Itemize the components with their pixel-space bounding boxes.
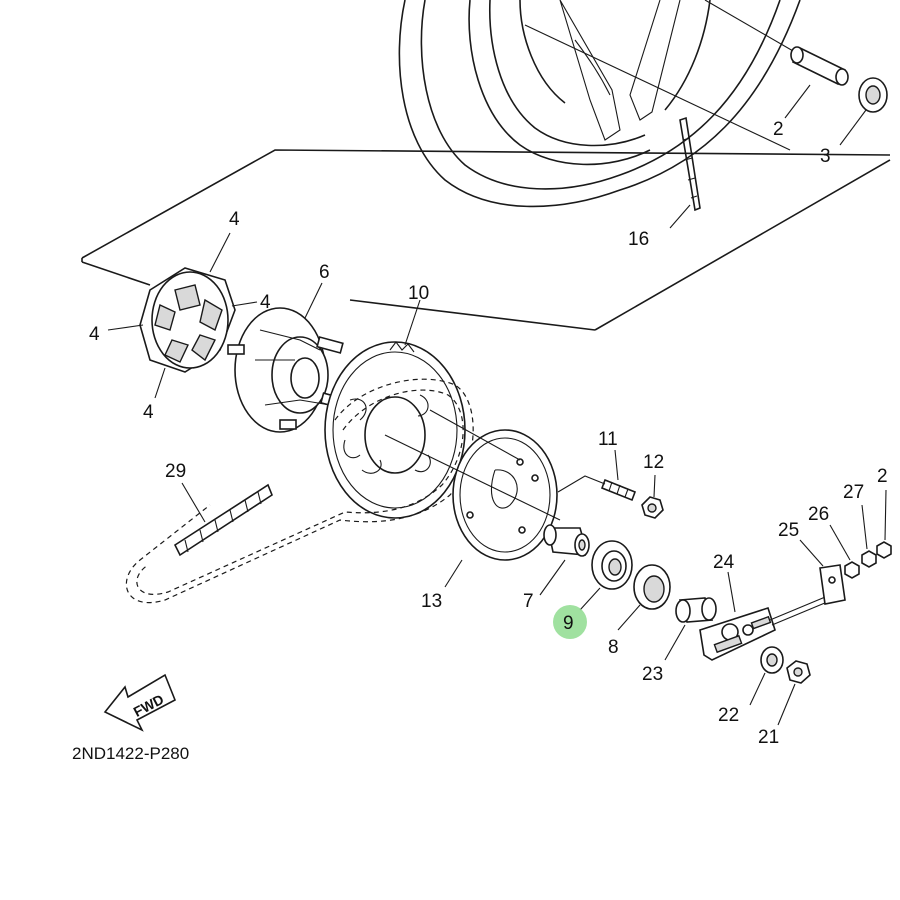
nut-part-2x xyxy=(876,489,892,559)
bearing-part-9 xyxy=(579,540,633,611)
callout-26[interactable]: 26 xyxy=(808,504,829,525)
oil-seal-part-8 xyxy=(617,564,671,631)
callout-29[interactable]: 29 xyxy=(165,461,186,482)
valve-part-16 xyxy=(669,116,701,229)
bolt-part-11 xyxy=(557,449,637,502)
callout-6[interactable]: 6 xyxy=(319,262,330,283)
nut-part-12 xyxy=(641,474,664,519)
nut-part-21 xyxy=(777,660,811,726)
fwd-arrow-icon: FWD xyxy=(103,673,177,732)
callout-25[interactable]: 25 xyxy=(778,520,799,541)
plate-part-13 xyxy=(384,409,561,588)
callout-highlight xyxy=(553,605,587,639)
callout-10[interactable]: 10 xyxy=(408,283,429,304)
callout-22[interactable]: 22 xyxy=(718,705,739,726)
callout-4-top[interactable]: 4 xyxy=(229,209,240,230)
damper-part-4 xyxy=(107,232,258,399)
callout-11[interactable]: 11 xyxy=(598,429,618,450)
callout-9[interactable]: 9 xyxy=(563,613,574,634)
collar-part-7 xyxy=(539,524,590,596)
callout-3[interactable]: 3 xyxy=(820,146,831,167)
chain-path xyxy=(125,378,474,604)
diagram-code: 2ND1422-P280 xyxy=(72,744,189,763)
nut-part-27 xyxy=(861,504,877,568)
callout-2-right[interactable]: 2 xyxy=(877,466,888,487)
washer-part-22 xyxy=(749,646,784,706)
callout-4-bottom[interactable]: 4 xyxy=(143,402,154,423)
callout-27[interactable]: 27 xyxy=(843,482,864,503)
callout-21[interactable]: 21 xyxy=(758,727,779,748)
bearing-part-3 xyxy=(839,77,888,146)
sprocket-part-10 xyxy=(324,299,466,519)
callout-7[interactable]: 7 xyxy=(523,591,534,612)
nut-part-26 xyxy=(829,524,860,579)
callout-2[interactable]: 2 xyxy=(773,119,784,140)
clutch-hub-part-6 xyxy=(227,282,344,433)
callout-4-left[interactable]: 4 xyxy=(89,324,100,345)
callout-12[interactable]: 12 xyxy=(643,452,664,473)
callout-13[interactable]: 13 xyxy=(421,591,442,612)
chain-puller-part-24 xyxy=(699,571,833,661)
collar-part-23 xyxy=(664,597,717,661)
plate-part-25 xyxy=(799,539,846,605)
group-outline xyxy=(81,149,891,259)
chain-part-29 xyxy=(173,482,273,557)
callout-4-right[interactable]: 4 xyxy=(260,292,271,313)
rear-wheel xyxy=(398,0,801,208)
callout-16[interactable]: 16 xyxy=(628,229,649,250)
callout-24[interactable]: 24 xyxy=(713,552,735,573)
callout-23[interactable]: 23 xyxy=(642,664,663,685)
callout-8[interactable]: 8 xyxy=(608,637,619,658)
spacer-part-2 xyxy=(784,46,849,119)
